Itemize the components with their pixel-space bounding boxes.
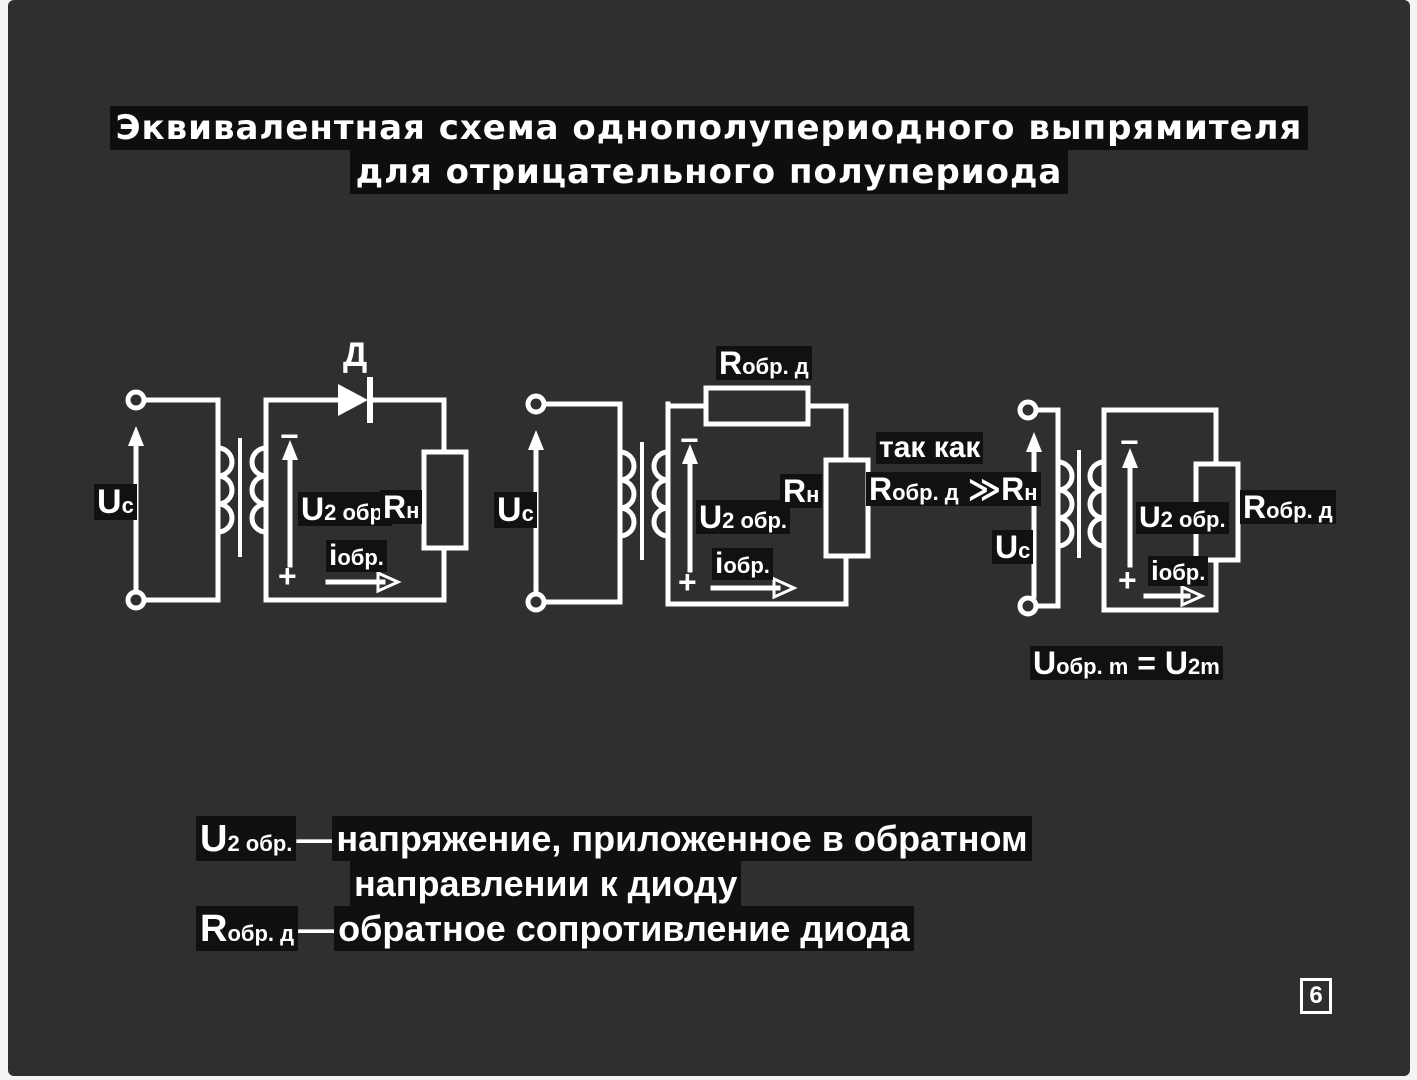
circuit-2	[525, 385, 871, 613]
diode-symbol	[338, 384, 368, 416]
reverse-resistor-label: Rобр. д	[716, 346, 812, 380]
condition-since: так как	[876, 432, 984, 464]
legend-item-voltage-line-2: направлении к диоду	[350, 861, 742, 906]
secondary-coil	[651, 449, 671, 539]
primary-coil	[617, 449, 637, 539]
primary-coil	[215, 445, 235, 535]
primary-coil	[1055, 459, 1075, 549]
load-label: Rн	[780, 474, 823, 508]
title-line-2: для отрицательного полупериода	[8, 150, 1410, 194]
reverse-voltage-label: U2 обр.	[298, 492, 393, 526]
plus-sign: +	[278, 558, 297, 594]
condition-inequality: Rобр. д ≫Rн	[866, 472, 1041, 506]
plus-sign: +	[678, 564, 697, 600]
reverse-current-label: iобр.	[1148, 556, 1209, 586]
secondary-coil	[1087, 459, 1107, 549]
load-resistor	[823, 457, 871, 559]
legend-item-voltage: U2 обр.—напряжение, приложенное в обратн…	[196, 816, 1032, 861]
secondary-coil	[249, 445, 269, 535]
circuit-1	[125, 377, 469, 611]
load-resistor	[421, 449, 469, 551]
reverse-resistor	[703, 385, 811, 427]
page-number-badge: 6	[1300, 978, 1332, 1014]
reverse-voltage-label: U2 обр.	[696, 500, 791, 534]
schematic	[125, 377, 1241, 617]
minus-sign: −	[680, 422, 699, 458]
reverse-current-label: iобр.	[326, 540, 387, 572]
equation-label: Uобр. m = U2m	[1030, 646, 1223, 680]
reverse-current-label: iобр.	[712, 548, 773, 580]
title-line-1: Эквивалентная схема однополупериодного в…	[8, 106, 1410, 150]
load-label: Rн	[380, 490, 423, 524]
source-voltage-label: Uc	[494, 492, 537, 528]
source-voltage-label: Uc	[992, 530, 1034, 564]
diode-label: Д	[343, 336, 368, 374]
legend-item-resistance: Rобр. д—обратное сопротивление диода	[196, 906, 914, 951]
reverse-resistor-label: Rобр. д	[1240, 490, 1336, 524]
minus-sign: −	[1120, 424, 1139, 460]
plus-sign: +	[1118, 562, 1137, 598]
minus-sign: −	[280, 418, 299, 454]
slide: Эквивалентная схема однополупериодного в…	[8, 0, 1410, 1076]
source-voltage-label: Uc	[94, 484, 137, 520]
reverse-voltage-label: U2 обр.	[1136, 502, 1229, 534]
